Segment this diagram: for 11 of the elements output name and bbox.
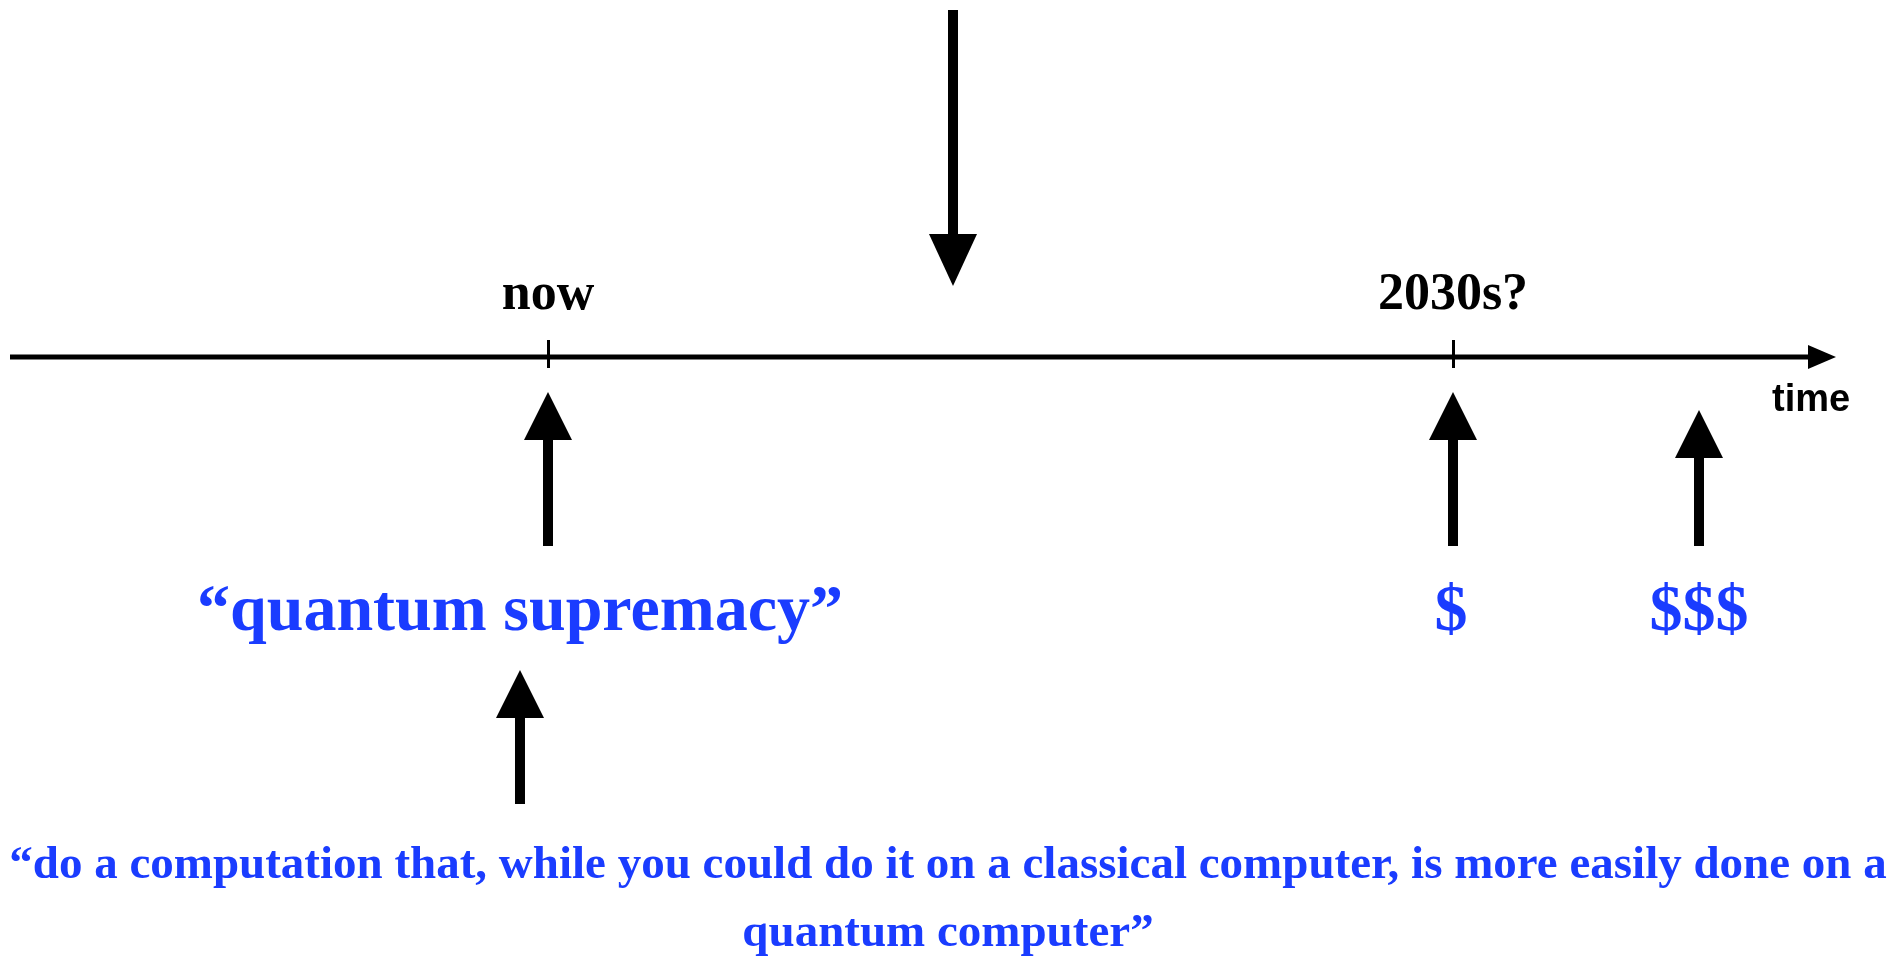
arrow bbox=[1675, 410, 1723, 546]
time-marker-label: now bbox=[501, 262, 595, 322]
annotation-text: $$$ bbox=[1649, 570, 1749, 646]
axis-label: time bbox=[1772, 377, 1851, 420]
arrow bbox=[1429, 392, 1477, 546]
time-marker-label: 2030s? bbox=[1377, 262, 1529, 322]
annotation-text: $ bbox=[1434, 570, 1468, 646]
arrow bbox=[496, 670, 544, 804]
arrow bbox=[524, 392, 572, 546]
annotation-text: “quantum supremacy” bbox=[196, 570, 843, 646]
quote-text: “do a computation that, while you could do it on a classical computer, is more easily done on a quantum computer” bbox=[8, 835, 1888, 958]
